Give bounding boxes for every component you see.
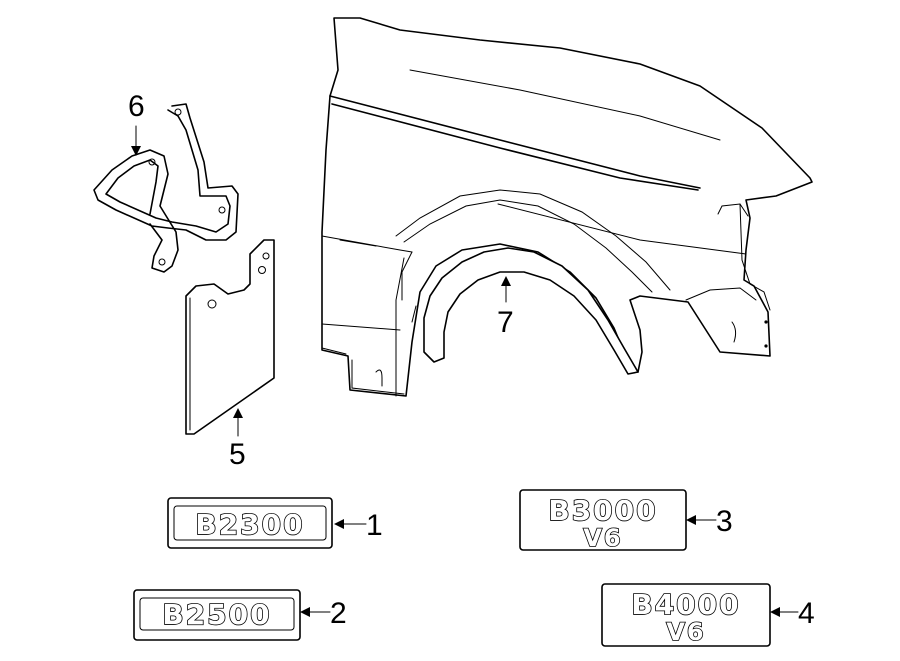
wheel-opening-molding — [423, 247, 639, 375]
emblem-b4000-v6: B4000 V6 — [601, 583, 771, 647]
callout-7: 7 — [497, 306, 514, 339]
splash-shield — [185, 239, 275, 435]
emblem-b3000-text: B3000 — [548, 494, 657, 527]
emblem-b4000-text: B4000 — [631, 588, 740, 621]
emblem-b4000-v6-text: V6 — [666, 618, 705, 646]
callout-6: 6 — [128, 90, 145, 123]
emblem-b2500-text: B2500 — [162, 598, 271, 631]
leader-arrows — [131, 125, 799, 617]
callout-2: 2 — [330, 597, 347, 630]
fender — [321, 17, 813, 397]
emblem-b2500: B2500 — [133, 589, 301, 641]
callout-5: 5 — [229, 438, 246, 471]
fender-bracket — [93, 103, 239, 273]
emblem-b3000-v6: B3000 V6 — [519, 489, 687, 553]
emblem-b2300-text: B2300 — [195, 508, 304, 541]
emblem-b2300: B2300 — [167, 497, 333, 549]
emblem-b3000-v6-text: V6 — [583, 524, 622, 552]
callout-3: 3 — [716, 505, 733, 538]
callout-4: 4 — [798, 597, 815, 630]
callout-1: 1 — [366, 509, 383, 542]
